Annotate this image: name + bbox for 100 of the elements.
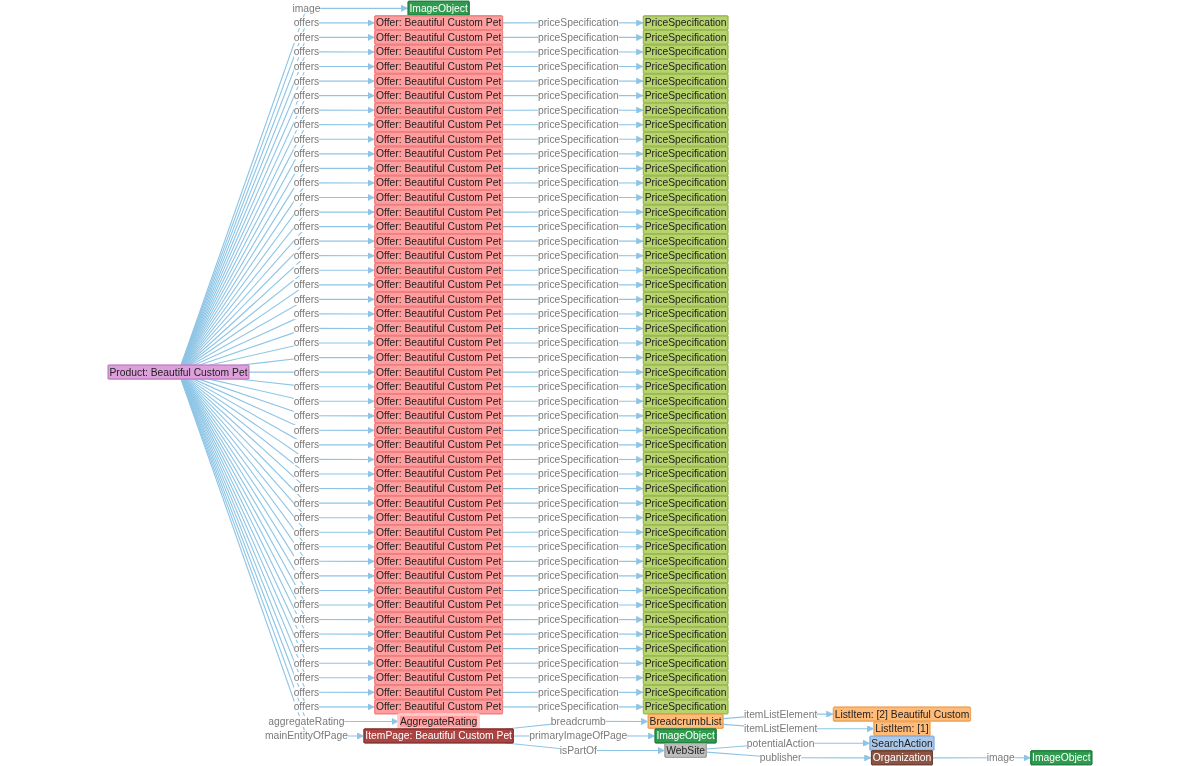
edge-label: priceSpecification [537,104,619,116]
edge-label: priceSpecification [537,264,619,276]
edge-label: priceSpecification [537,671,619,684]
edge-label: offers [293,133,320,145]
edge-label: offers [293,322,320,335]
edge-label: offers [293,177,320,189]
edge-label: offers [293,351,320,364]
edge-label: priceSpecification [537,526,619,538]
edge-label: priceSpecification [537,191,619,204]
edge-label: offers [293,75,320,87]
edge-label: priceSpecification [537,118,619,131]
edge-label: itemListElement [743,708,818,720]
edge-label: priceSpecification [537,380,619,393]
edge-label: priceSpecification [537,613,619,626]
edge-label: priceSpecification [537,177,619,189]
edge-label: priceSpecification [537,278,619,291]
edge-label: offers [293,366,320,378]
edge-label: offers [293,31,320,44]
edge-label: priceSpecification [537,584,619,597]
edge-label: priceSpecification [537,293,619,306]
edge-label: offers [293,162,320,175]
edge-label: priceSpecification [537,482,619,495]
edge-label: offers [293,686,320,699]
edge-label: potentialAction [746,737,815,749]
edge-label: offers [293,657,320,669]
edge-label: offers [293,468,320,480]
edge-label: priceSpecification [537,540,619,553]
edge-label: priceSpecification [537,453,619,466]
edge-label: priceSpecification [537,395,619,407]
edge-label: priceSpecification [537,75,619,87]
edge-label: priceSpecification [537,366,619,378]
edge-label: isPartOf [559,744,597,757]
edge-label: priceSpecification [537,60,619,73]
edge-label: priceSpecification [537,439,619,451]
edge-label: publisher [759,751,802,764]
edge-label: itemListElement [743,722,818,735]
edge-label: offers [293,89,320,102]
edge-label: priceSpecification [537,570,619,582]
edge-label: priceSpecification [537,322,619,335]
edge-label: offers [293,628,320,640]
edge-label: offers [293,191,320,204]
edge-label: priceSpecification [537,511,619,524]
edge-label: offers [293,293,320,306]
edge-label: priceSpecification [537,657,619,669]
edge-label: offers [293,599,320,611]
edge-label: priceSpecification [537,31,619,44]
edge-label: offers [293,264,320,276]
edge-label: priceSpecification [537,642,619,655]
edge-label: priceSpecification [537,133,619,145]
edge-label: offers [293,511,320,524]
edge-label: primaryImageOfPage [529,730,628,742]
edge-label: offers [293,613,320,626]
edge-label: offers [293,16,320,29]
edge-label: offers [293,584,320,597]
edge-label: offers [293,278,320,291]
edge-label: offers [293,439,320,451]
edge-label: offers [293,249,320,262]
edge-label: offers [293,380,320,393]
edge-label: priceSpecification [537,700,619,713]
edge-label: offers [293,118,320,131]
edge-label: offers [293,104,320,116]
edge-label: offers [293,395,320,407]
edge-label: offers [293,526,320,538]
edge-label: priceSpecification [537,206,619,218]
edge-label: priceSpecification [537,468,619,480]
edge-label: offers [293,424,320,437]
edge-label: priceSpecification [537,235,619,247]
edge-label: priceSpecification [537,555,619,568]
edge-label: priceSpecification [537,337,619,349]
edge-label: offers [293,409,320,422]
edge-label: offers [293,46,320,58]
edge-label: priceSpecification [537,308,619,320]
edge-label: offers [293,308,320,320]
edge-label: priceSpecification [537,16,619,29]
edge-label: priceSpecification [537,46,619,58]
edge-label: offers [293,570,320,582]
edge-label: priceSpecification [537,249,619,262]
edge-label: offers [293,147,320,160]
edge-label: priceSpecification [537,351,619,364]
edge-label: offers [293,235,320,247]
edge-label: priceSpecification [537,497,619,509]
edge-label: priceSpecification [537,147,619,160]
edge-label: offers [293,60,320,73]
edge-label: priceSpecification [537,599,619,611]
edge-label: priceSpecification [537,628,619,640]
edge-label: breadcrumb [550,715,606,728]
edge-label: mainEntityOfPage [264,730,348,742]
edge-label: offers [293,555,320,568]
edge-label: offers [293,642,320,655]
edge-label: offers [293,220,320,233]
edge-label: priceSpecification [537,162,619,175]
edge-label: priceSpecification [537,409,619,422]
edge-label: offers [293,206,320,218]
edge-label: offers [293,540,320,553]
edge-label: image [986,751,1015,764]
edge-label: priceSpecification [537,220,619,233]
edge-label: offers [293,453,320,466]
edge-label: priceSpecification [537,424,619,437]
edge-label: image [292,2,321,15]
edge-label: offers [293,497,320,509]
